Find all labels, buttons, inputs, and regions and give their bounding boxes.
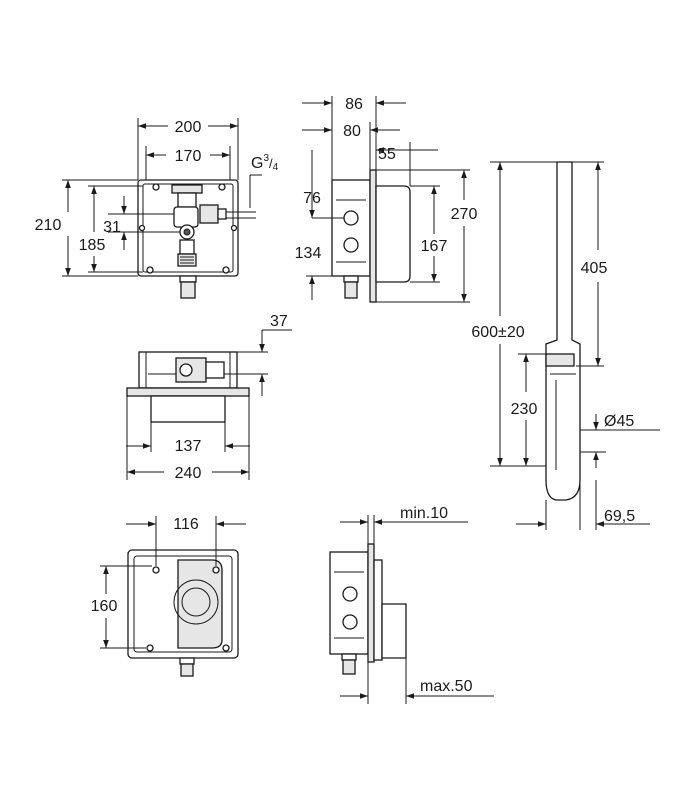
installed-flange <box>367 543 375 663</box>
dim-front-offset: 31 <box>103 219 121 236</box>
screw-icon <box>222 644 230 652</box>
outlet-pipe <box>180 281 196 299</box>
side-view: 86 80 55 76 134 270 167 <box>295 96 478 303</box>
connector-port-icon <box>343 210 359 226</box>
dim-pipe-upper-length: 405 <box>581 260 608 277</box>
dim-top-view-inner-width: 137 <box>175 438 202 455</box>
drain-pipe-view: 600±20 405 230 Ø45 69,5 <box>471 161 660 530</box>
dim-wall-max: max.50 <box>420 678 473 695</box>
dim-side-depth-box: 80 <box>343 123 361 140</box>
screw-icon <box>222 266 230 274</box>
dim-front-height-outer: 210 <box>35 217 62 234</box>
side-outlet-pipe <box>344 281 358 299</box>
screw-icon <box>212 566 220 574</box>
screw-icon <box>138 224 146 232</box>
dim-pipe-diameter: Ø45 <box>604 413 634 430</box>
installed-outlet-pipe <box>342 659 356 675</box>
installed-side-view: min.10 max.50 <box>329 505 494 704</box>
screw-icon <box>152 183 160 191</box>
installed-box-body <box>329 551 369 655</box>
dim-rear-height: 160 <box>91 598 118 615</box>
dim-rear-width: 116 <box>173 516 199 533</box>
dim-side-height-total: 270 <box>451 206 478 223</box>
dim-top-view-depth: 37 <box>270 313 288 330</box>
dim-front-width-outer: 200 <box>175 119 202 136</box>
connector-port-icon <box>342 614 358 630</box>
dim-front-height-inner: 185 <box>79 237 106 254</box>
front-view: 200 170 G3/4 210 185 31 <box>35 118 279 299</box>
side-flange <box>369 169 377 303</box>
dim-side-bottom-offset: 134 <box>295 245 322 262</box>
top-cover <box>150 395 226 423</box>
dim-pipe-total-length: 600±20 <box>471 324 524 341</box>
top-flange <box>126 387 250 397</box>
pipe-coupling <box>545 353 575 367</box>
screw-icon <box>230 224 238 232</box>
dim-wall-min: min.10 <box>400 505 448 522</box>
dim-thread: G3/4 <box>251 153 279 173</box>
dim-top-view-outer-width: 240 <box>175 465 202 482</box>
dim-side-depth-total: 86 <box>345 96 363 113</box>
connector-port-icon <box>343 237 359 253</box>
dim-front-width-inner: 170 <box>175 148 202 165</box>
dim-side-top-offset: 76 <box>303 190 321 207</box>
dim-pipe-lower-length: 230 <box>511 401 538 418</box>
connector-port-icon <box>342 586 358 602</box>
top-view: 37 137 240 <box>126 313 292 482</box>
rear-view: 116 160 <box>91 516 246 677</box>
rear-outlet-pipe <box>180 663 194 677</box>
screw-icon <box>152 566 160 574</box>
installed-cover <box>381 603 407 659</box>
dim-side-height-inner: 167 <box>421 238 448 255</box>
valve-assembly <box>171 184 227 267</box>
drain-pipe-body <box>545 161 581 501</box>
screw-icon <box>146 266 154 274</box>
dim-pipe-offset: 69,5 <box>604 508 635 525</box>
screw-icon <box>146 644 154 652</box>
screw-icon <box>218 183 226 191</box>
side-cover <box>375 185 411 283</box>
dim-side-flange: 55 <box>378 146 396 163</box>
outlet-pipe <box>179 275 197 283</box>
